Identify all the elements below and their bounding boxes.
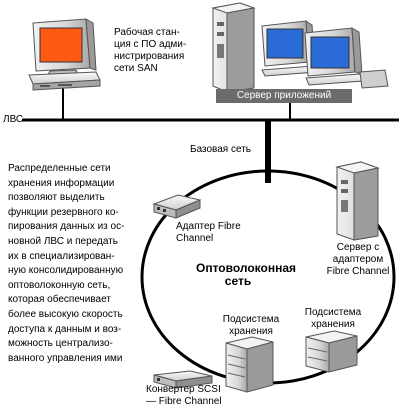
scsi-converter-label: Конвертер SCSI — Fibre Channel xyxy=(146,384,222,407)
storage-subsystem-1-icon xyxy=(225,336,274,393)
app-server-icon xyxy=(211,2,389,93)
app-server-label: Сервер приложений xyxy=(236,90,332,101)
storage-subsystem-2-label: Подсистема хранения xyxy=(304,307,362,330)
base-network-label: Базовая сеть xyxy=(190,144,252,155)
san-description: Распределенные сети хранения информации … xyxy=(8,163,125,364)
storage-subsystem-2-icon xyxy=(305,330,358,373)
workstation-icon xyxy=(28,18,101,91)
fc-server-icon xyxy=(335,161,380,241)
fibre-adapter-icon xyxy=(152,194,202,219)
fibre-adapter-label: Адаптер Fibre Channel xyxy=(176,221,241,244)
scsi-converter-icon xyxy=(153,370,213,389)
lan-label: ЛВС xyxy=(3,114,24,125)
optical-network-label: Оптоволоконная сеть xyxy=(196,261,297,288)
fc-server-label: Сервер с адаптером Fibre Channel xyxy=(326,242,390,277)
storage-subsystem-1-label: Подсистема хранения xyxy=(222,314,280,337)
workstation-label: Рабочая стан- ция с ПО адми- нистрирован… xyxy=(114,27,187,74)
